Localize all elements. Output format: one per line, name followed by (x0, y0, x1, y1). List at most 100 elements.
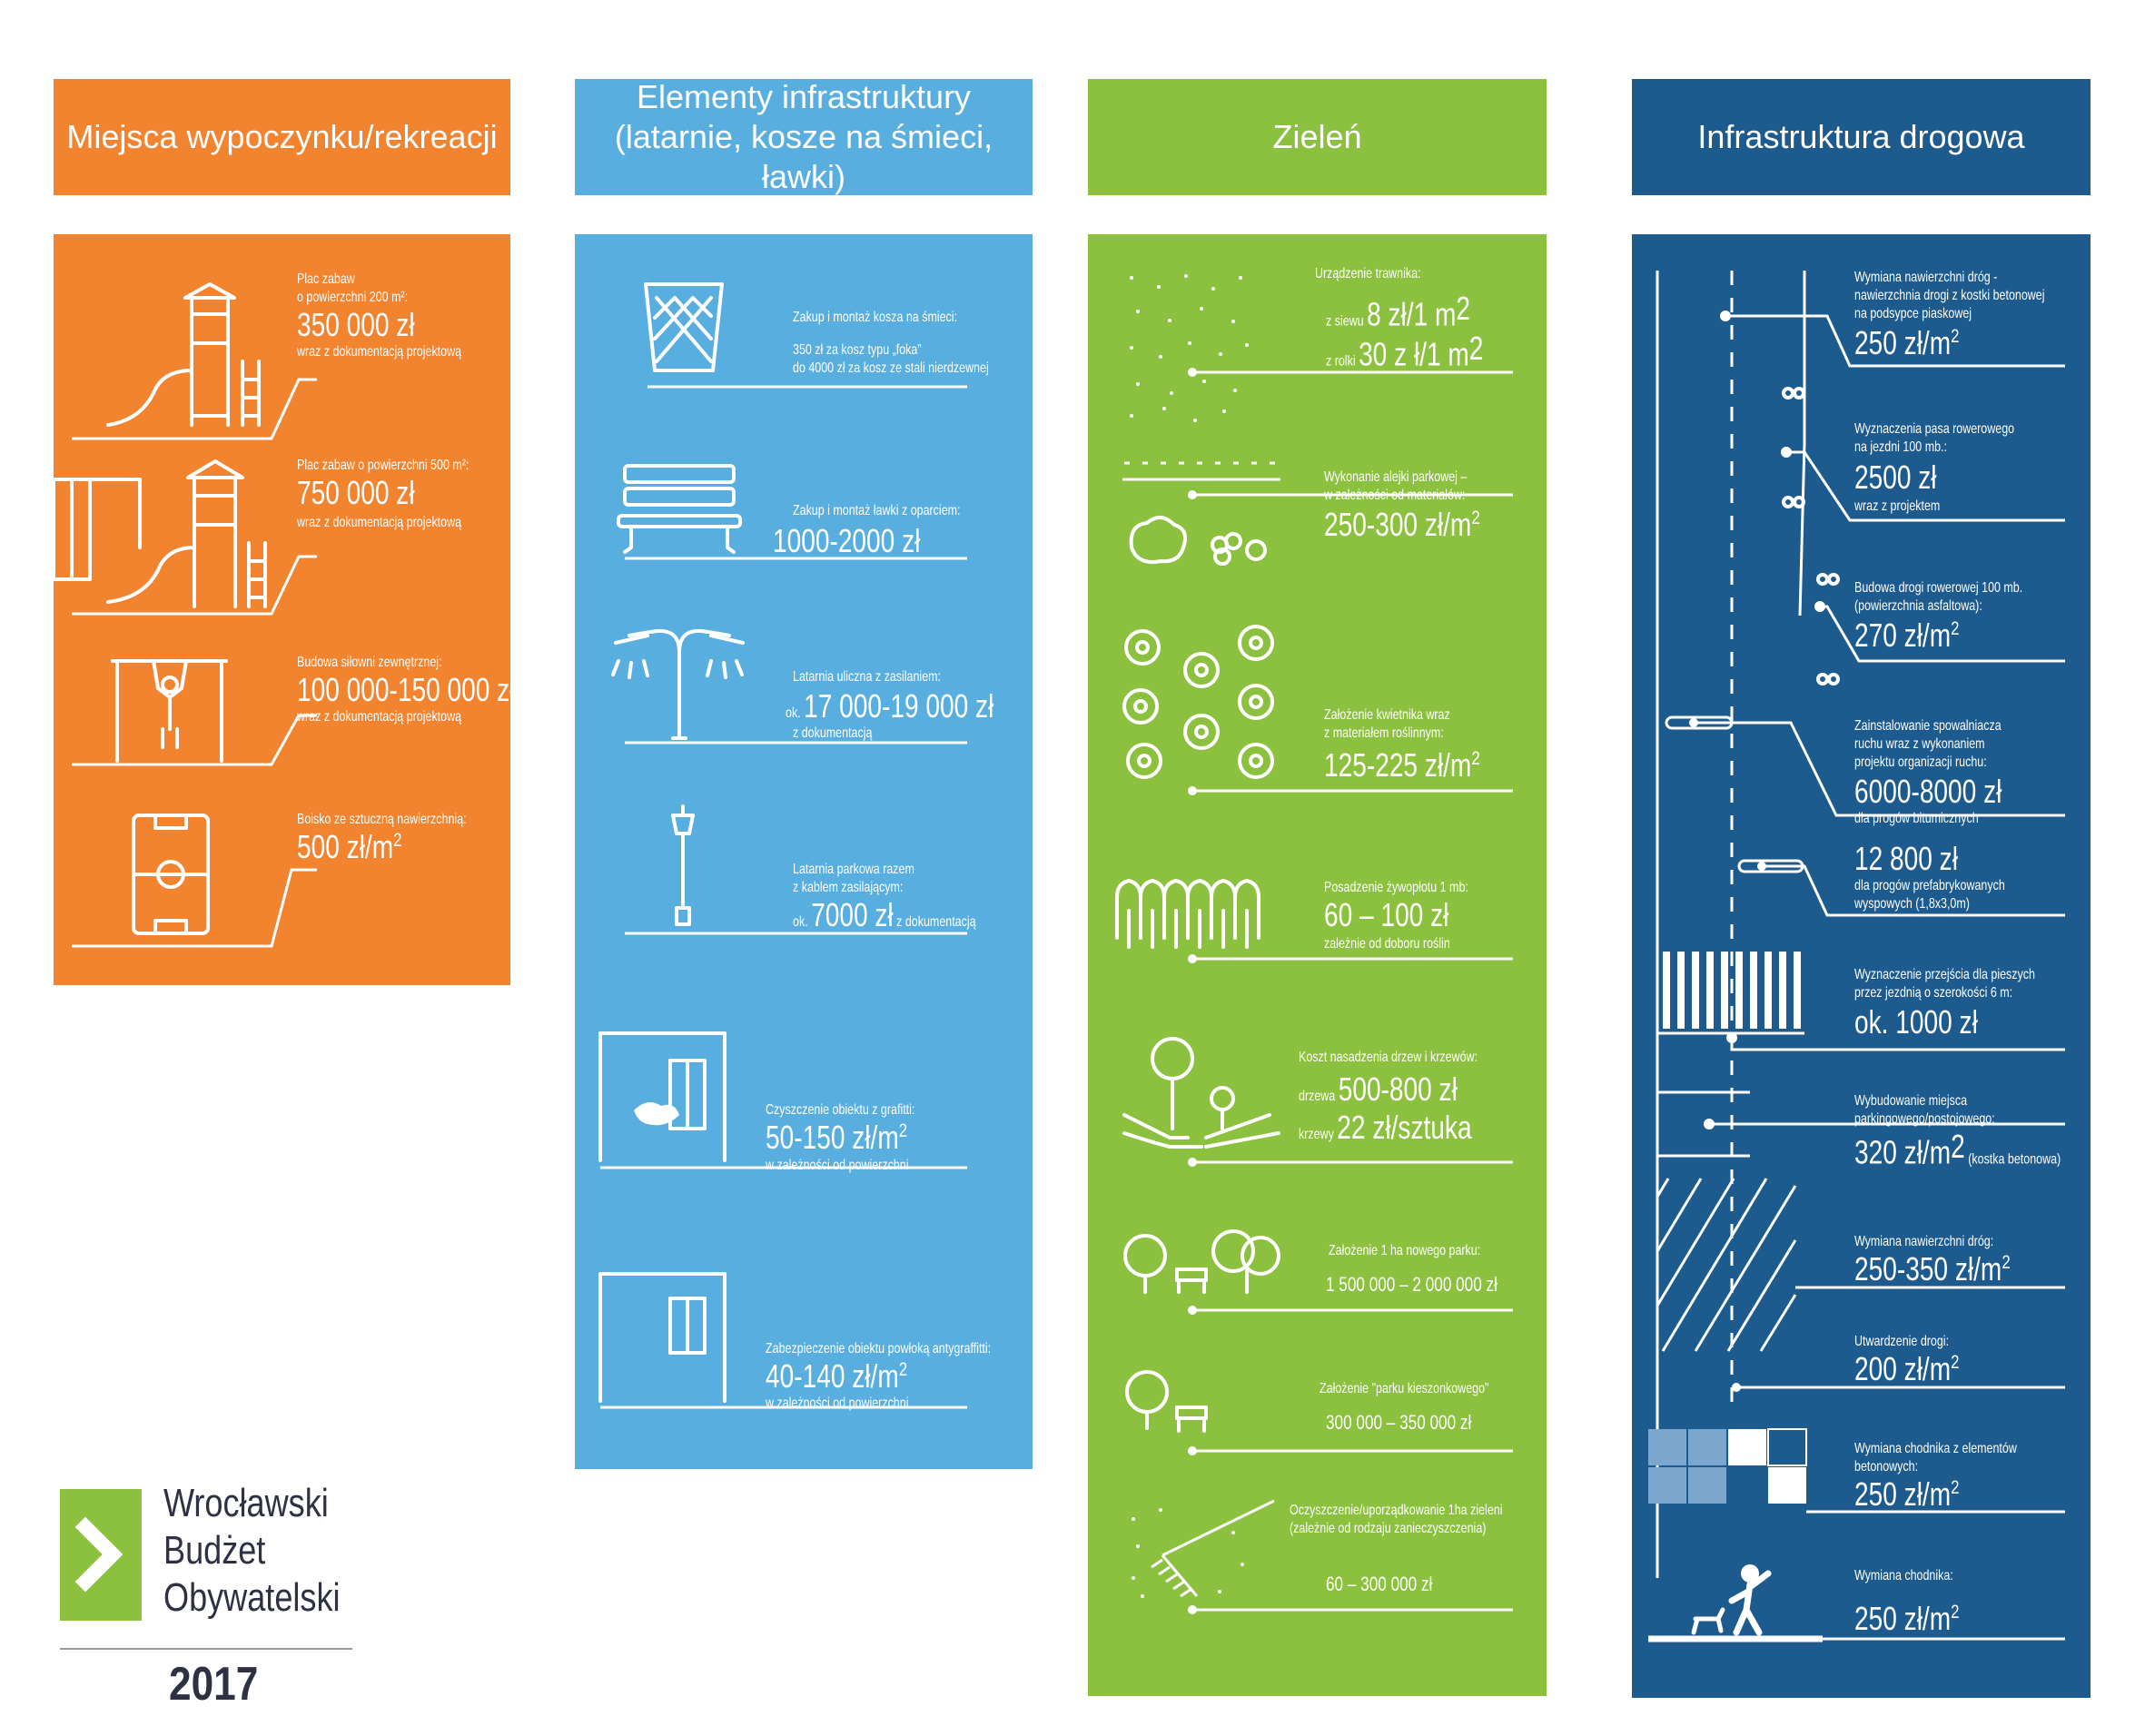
antigraffiti-label: Zabezpieczenie obiektu powłoką antygraff… (766, 1341, 992, 1356)
flowerbed-label2: z materiałem roślinnym: (1324, 725, 1444, 741)
park-path-icon (1122, 461, 1280, 481)
lawn-icon (1130, 274, 1249, 422)
lawn-label: Urządzenie trawnika: (1315, 266, 1421, 281)
header-infrastructure-title: Elementy infrastruktury (636, 78, 972, 115)
new-park-label: Założenie 1 ha nowego parku: (1329, 1243, 1481, 1258)
antigraffiti-note: w zależności od powierzchni (766, 1396, 909, 1411)
header-recreation: Miejsca wypoczynku/rekreacji (54, 79, 510, 195)
logo-year: 2017 (169, 1658, 259, 1711)
outdoor-gym-icon (111, 659, 228, 763)
wall-protection-icon (598, 1272, 727, 1403)
new-park-icon (1123, 1229, 1280, 1294)
infrastructure-graphics (598, 282, 967, 1409)
logo-line1: Wrocławski (163, 1481, 329, 1525)
tree-row: drzewa 500-800 zł (1299, 1070, 1458, 1108)
graffiti-note: w zależności od powierzchni (766, 1158, 909, 1173)
cleanup-label1: Oczyszczenie/uporządkowanie 1ha zieleni (1290, 1503, 1503, 1518)
panel-infrastructure: Zakup i montaż kosza na śmieci: 350 zł z… (575, 234, 1033, 1469)
hedge-price: 60 – 100 zł (1324, 896, 1449, 933)
header-greenery: Zieleń (1088, 79, 1547, 195)
road-surface-label1: Wymiana nawierzchni dróg - (1854, 270, 1998, 285)
new-park-price: 1 500 000 – 2 000 000 zł (1326, 1273, 1498, 1296)
playground-large-note: wraz z dokumentacją projektową (297, 515, 462, 530)
bench-icon (617, 464, 742, 554)
parking-price-row: 320 zł/m2 (kostka betonowa) (1854, 1128, 2061, 1171)
header-infrastructure-subtitle: (latarnie, kosze na śmieci, ławki) (614, 118, 993, 195)
lawn-sowing-row: z siewu 8 zł/1 m2 (1326, 290, 1471, 333)
header-recreation-title: Miejsca wypoczynku/rekreacji (66, 118, 498, 155)
panel-greenery: Urządzenie trawnika: z siewu 8 zł/1 m2 z… (1088, 234, 1547, 1696)
outdoor-gym-note: wraz z dokumentacją projektową (297, 709, 462, 725)
bike-lane-label1: Wyznaczenia pasa rowerowego (1854, 421, 2015, 437)
pavement-concrete-price: 250 zł/m2 (1854, 1475, 1960, 1513)
road-harden-price: 200 zł/m2 (1854, 1350, 1960, 1387)
flowerbed-icon (1122, 625, 1274, 779)
parking-label1: Wybudowanie miejsca (1854, 1093, 1968, 1109)
park-lamp-label1: Latarnia parkowa razem (793, 862, 914, 877)
park-path-price: 250-300 zł/m2 (1324, 506, 1480, 543)
parking-icon (1657, 1090, 1750, 1158)
crosswalk-label1: Wyznaczenie przejścia dla pieszych (1854, 967, 2035, 982)
speed-bump-price2: 12 800 zł (1854, 840, 1958, 877)
road-graphics (1648, 271, 2065, 1642)
speed-bump-price: 6000-8000 zł (1854, 773, 2002, 810)
antigraffiti-price: 40-140 zł/m2 (766, 1357, 908, 1395)
rake-icon (1132, 1499, 1275, 1598)
road-surface-price: 250 zł/m2 (1854, 324, 1960, 361)
tree-planting-label: Koszt nasadzenia drzew i krzewów: (1299, 1050, 1478, 1065)
pocket-park-icon (1125, 1370, 1208, 1433)
logo-wordmark: Wrocławski Budżet Obywatelski (163, 1480, 340, 1622)
panel-recreation: Plac zabaw o powierzchni 200 m²: 350 000… (52, 234, 515, 985)
bike-road-price: 270 zł/m2 (1854, 616, 1960, 654)
shrub-row: krzewy 22 zł/sztuka (1299, 1109, 1472, 1146)
bench-label: Zakup i montaż ławki z oparciem: (793, 503, 961, 518)
crosswalk-price: ok. 1000 zł (1854, 1003, 1978, 1041)
hedge-icon (1115, 879, 1260, 949)
pavement-concrete-label1: Wymiana chodnika z elementów (1854, 1441, 2017, 1456)
road-harden-label: Utwardzenie drogi: (1854, 1334, 1950, 1349)
recreation-graphics (52, 282, 317, 948)
parking-label2: parkingowego/postojowego: (1854, 1111, 1995, 1127)
trash-bin-label: Zakup i montaż kosza na śmieci: (793, 310, 958, 325)
panel-road: Wymiana nawierzchni dróg - nawierzchnia … (1632, 234, 2091, 1698)
playground-large-price: 750 000 zł (297, 474, 415, 511)
park-lamp-icon (671, 804, 695, 926)
bench-price: 1000-2000 zł (773, 522, 921, 559)
street-lamp-label: Latarnia uliczna z zasilaniem: (793, 669, 942, 685)
hedge-note: zależnie od doboru roślin (1324, 936, 1450, 952)
shrubs-icon (1129, 516, 1267, 566)
pavement-price: 250 zł/m2 (1854, 1600, 1960, 1637)
road-replace-price: 250-350 zł/m2 (1854, 1250, 2011, 1287)
speed-bump-icon (1665, 715, 1804, 873)
pocket-park-label: Założenie "parku kieszonkowego" (1320, 1381, 1489, 1396)
cleanup-price: 60 – 300 000 zł (1326, 1573, 1433, 1595)
playground-small-label: Plac zabaw (297, 271, 355, 287)
greenery-graphics (1115, 274, 1513, 1614)
header-road-title: Infrastruktura drogowa (1697, 118, 2025, 155)
flowerbed-price: 125-225 zł/m2 (1324, 746, 1480, 784)
pitch-label: Boisko ze sztuczną nawierzchnią: (297, 812, 467, 827)
street-lamp-price-row: ok. 17 000-19 000 zł (786, 687, 994, 725)
speed-bump-label3: projektu organizacji ruchu: (1854, 755, 1987, 770)
pavement-label: Wymiana chodnika: (1854, 1568, 1953, 1583)
cleanup-label2: (zależnie od rodzaju zanieczyszczenia) (1290, 1521, 1487, 1536)
hedge-label: Posadzenie żywopłotu 1 mb: (1324, 880, 1468, 895)
road-replace-label: Wymiana nawierzchni dróg: (1854, 1234, 1994, 1249)
outdoor-gym-price: 100 000-150 000 zł (297, 671, 516, 708)
park-path-label2: w zależności od materiałów: (1324, 488, 1466, 503)
lawn-roll-row: z rolki 30 z ł/1 m2 (1326, 330, 1484, 373)
park-lamp-price-row: ok. 7000 zł z dokumentacją (793, 896, 976, 933)
bike-lane-line (1798, 271, 1806, 616)
playground-small-price: 350 000 zł (297, 306, 415, 343)
speed-bump-note: dla progów bitumicznych (1854, 811, 1979, 826)
bicycle-icon (1782, 387, 1840, 686)
trash-bin-icon (644, 282, 724, 372)
outdoor-gym-label: Budowa siłowni zewnętrznej: (297, 655, 442, 670)
sports-pitch-icon (132, 814, 210, 935)
pocket-park-price: 300 000 – 350 000 zł (1326, 1411, 1472, 1434)
playground-large-icon (52, 459, 267, 608)
logo-divider (60, 1648, 352, 1650)
bike-road-label2: (powierzchnia asfaltowa): (1854, 598, 1982, 614)
road-surface-hatch-icon (1656, 1178, 1797, 1352)
crosswalk-label2: przez jezdnią o szerokości 6 m: (1854, 985, 2013, 1001)
